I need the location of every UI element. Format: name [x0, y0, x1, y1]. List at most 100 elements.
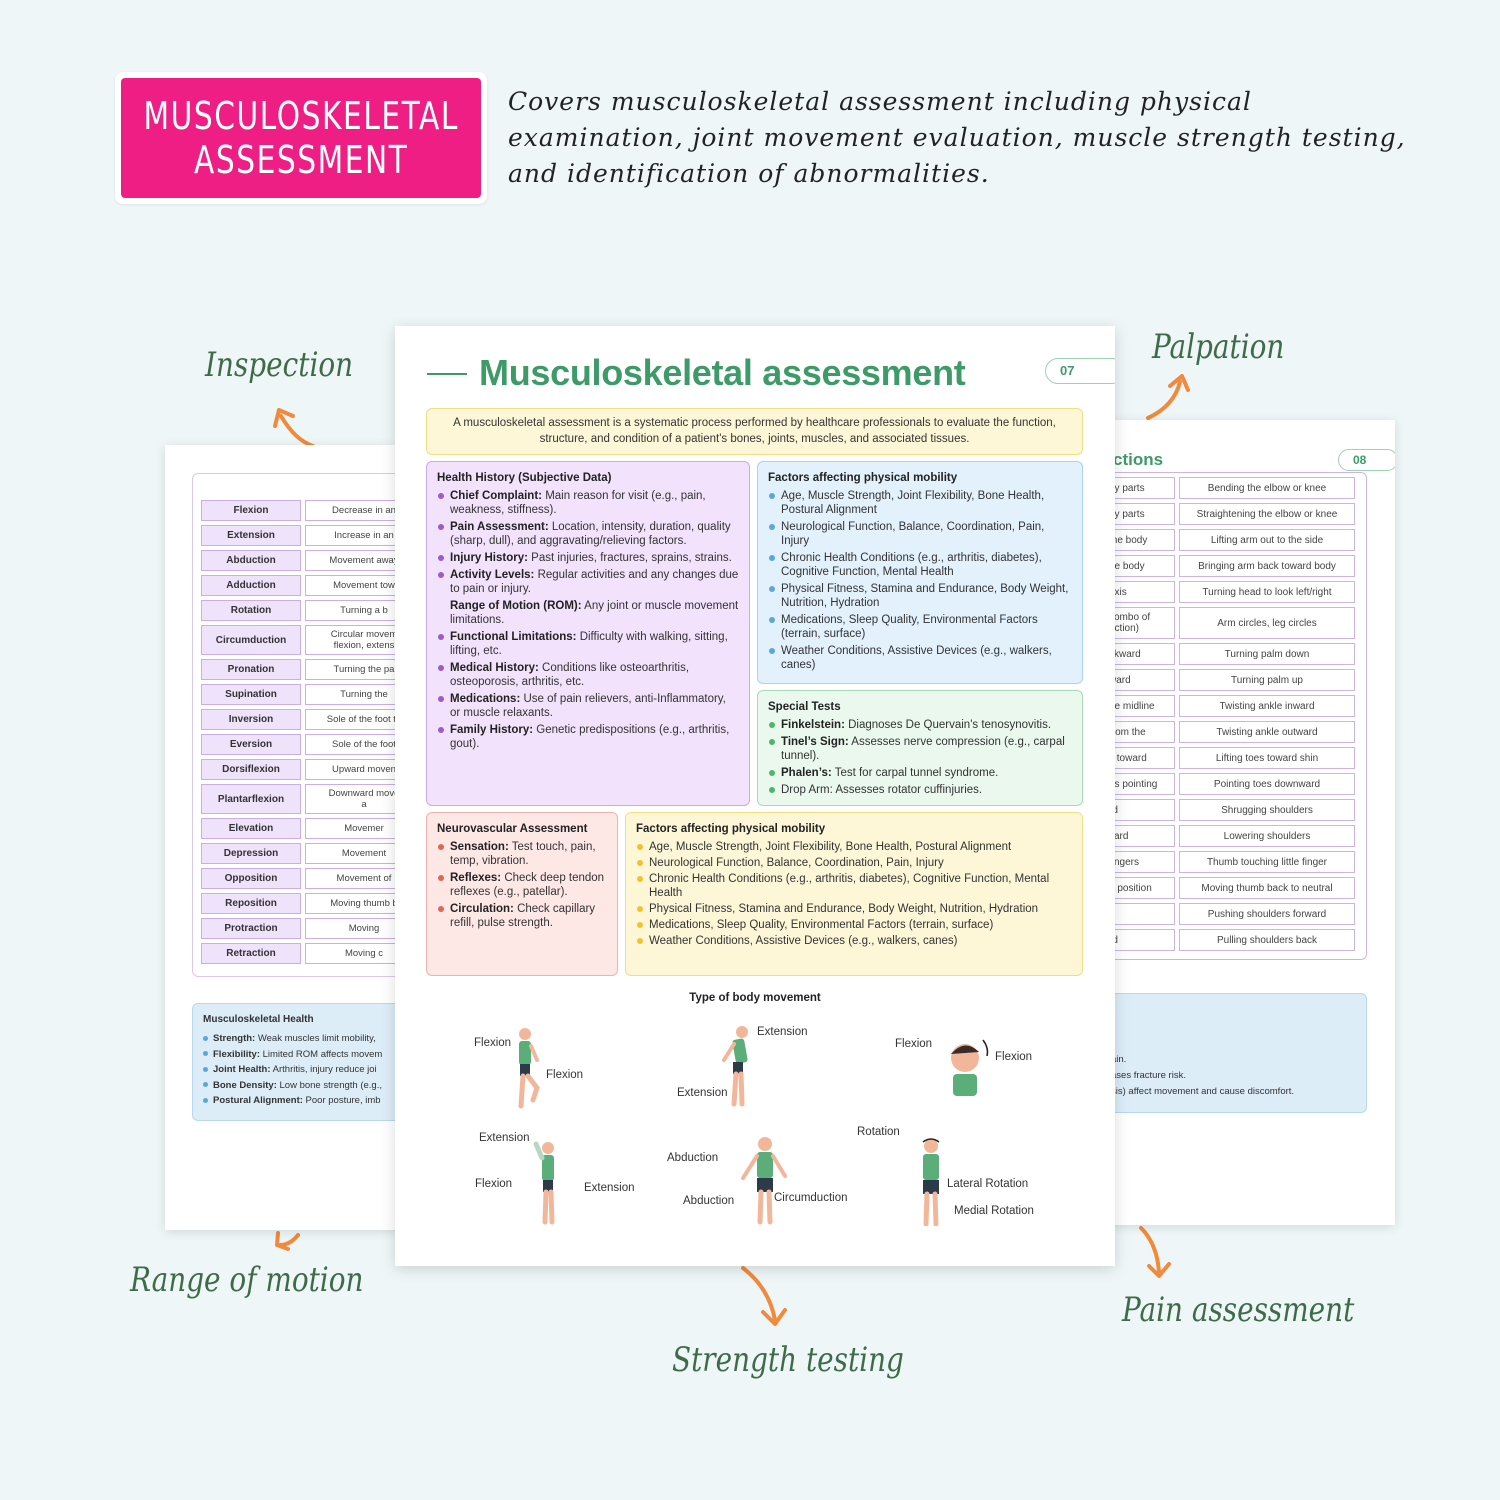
list-item: Strength: Weak muscles limit mobility, [203, 1031, 415, 1047]
list-item: Sensation: Test touch, pain, temp, vibra… [437, 840, 607, 868]
list-item: Chronic Health Conditions (e.g., arthrit… [768, 551, 1072, 579]
item-label: Phalen’s: [781, 767, 832, 779]
item-text: Assesses nerve compression (e.g., carpal… [781, 736, 1065, 762]
example-cell: Shrugging shoulders [1179, 799, 1355, 821]
right-page-title: ctions [1113, 450, 1164, 469]
callout-palpation: Palpation [1152, 327, 1285, 367]
neurovascular-list: Sensation: Test touch, pain, temp, vibra… [437, 840, 607, 930]
definition-cell: n position [1095, 877, 1175, 899]
definition-cell: Moving thumb b [305, 893, 415, 914]
list-item: Injury History: Past injuries, fractures… [437, 551, 739, 565]
callout-inspection: Inspection [205, 345, 354, 385]
list-item: Medications, Sleep Quality, Environmenta… [636, 918, 1072, 932]
list-item: Medications, Sleep Quality, Environmenta… [768, 613, 1072, 641]
label-abduction-top: Abduction [667, 1152, 719, 1164]
item-label: Pain Assessment: [450, 521, 549, 533]
hero-title-line2: ASSESSMENT [193, 138, 409, 182]
definition-cell: Decrease in an [305, 500, 415, 521]
label-trunk-extension-top: Extension [757, 1026, 808, 1038]
definition-cell: Movement of [305, 868, 415, 889]
example-cell: Pushing shoulders forward [1179, 903, 1355, 925]
label-circumduction: Circumduction [774, 1192, 848, 1204]
term-cell: Inversion [201, 709, 301, 730]
list-item: Neurological Function, Balance, Coordina… [636, 856, 1072, 870]
list-item: Phalen’s: Test for carpal tunnel syndrom… [768, 766, 1072, 780]
rotation-figure-icon [922, 1138, 940, 1226]
item-label: Flexibility: [213, 1048, 260, 1060]
definition-cell: s toward [1095, 747, 1175, 769]
item-text: Check capillary refill, pulse strength. [450, 903, 596, 929]
definition-cell: Turning a b [305, 600, 415, 621]
term-cell: Retraction [201, 943, 301, 964]
item-label: Injury History: [450, 552, 528, 564]
label-neck-flexion-left: Flexion [895, 1038, 933, 1050]
definition-cell: Movement tow [305, 575, 415, 596]
definition-cell: Turning the pa [305, 659, 415, 680]
definition-cell: Movement away [305, 550, 415, 571]
term-cell: Depression [201, 843, 301, 864]
label-rotation: Rotation [857, 1126, 900, 1138]
definition-cell: Turning the [305, 684, 415, 705]
list-item: Chronic Health Conditions (e.g., arthrit… [636, 872, 1072, 900]
list-item: Chief Complaint: Main reason for visit (… [437, 489, 739, 517]
item-text: Conditions like osteoarthritis, osteopor… [450, 662, 690, 688]
health-history-list: Chief Complaint: Main reason for visit (… [437, 489, 739, 751]
example-cell: Twisting ankle outward [1179, 721, 1355, 743]
term-cell: Abduction [201, 550, 301, 571]
example-cell: Lifting arm out to the side [1179, 529, 1355, 551]
musculoskeletal-health-box: Musculoskeletal Health Strength: Weak mu… [192, 1003, 415, 1121]
example-cell: Turning palm up [1179, 669, 1355, 691]
mobility-factors-box-blue: Factors affecting physical mobility Age,… [757, 461, 1083, 684]
hero-title: MUSCULOSKELETAL ASSESSMENT [143, 94, 458, 182]
list-item: Medical History: Conditions like osteoar… [437, 661, 739, 689]
mobility-factors-title-yellow: Factors affecting physical mobility [636, 823, 826, 835]
example-cell: Pointing toes downward [1179, 773, 1355, 795]
definition-cell: the body [1095, 529, 1175, 551]
label-arm-flexion: Flexion [475, 1178, 513, 1190]
label-abduction-bottom: Abduction [683, 1195, 735, 1207]
list-item: Postural Alignment: Poor posture, imb [203, 1093, 415, 1109]
neck-flexion-figure-icon [951, 1039, 989, 1096]
item-text: Test for carpal tunnel syndrome. [831, 767, 999, 779]
example-cell: Turning head to look left/right [1179, 581, 1355, 603]
definition-line: Downward move [328, 788, 400, 799]
term-cell: Supination [201, 684, 301, 705]
item-text: Check deep tendon reflexes (e.g., patell… [450, 872, 605, 898]
item-label: Circulation: [450, 903, 514, 915]
item-text: Location, intensity, duration, quality (… [450, 521, 731, 547]
callout-strength-testing: Strength testing [672, 1340, 904, 1380]
item-text: Difficulty with walking, sitting, liftin… [450, 631, 728, 657]
list-item: Neurological Function, Balance, Coordina… [768, 520, 1072, 548]
label-neck-flexion-right: Flexion [995, 1051, 1033, 1063]
intro-box: A musculoskeletal assessment is a system… [426, 408, 1083, 455]
list-item: Age, Muscle Strength, Joint Flexibility,… [636, 840, 1072, 854]
list-item: Pain Assessment: Location, intensity, du… [437, 520, 739, 548]
term-cell: Eversion [201, 734, 301, 755]
item-text: Arthritis, injury reduce joi [270, 1064, 377, 1075]
health-box-list: Strength: Weak muscles limit mobility,Fl… [203, 1031, 415, 1109]
example-cell: Lowering shoulders [1179, 825, 1355, 847]
label-arm-extension-right: Extension [584, 1182, 635, 1194]
example-cell: Thumb touching little finger [1179, 851, 1355, 873]
item-label: Reflexes: [450, 872, 502, 884]
list-item: Functional Limitations: Difficulty with … [437, 630, 739, 658]
list-item: Circulation: Check capillary refill, pul… [437, 902, 607, 930]
definition-line: uction) [1109, 623, 1140, 634]
callout-pain-assessment: Pain assessment [1122, 1290, 1355, 1330]
page-title: Musculoskeletal assessment [479, 352, 966, 393]
definition-cell: Movement [305, 843, 415, 864]
